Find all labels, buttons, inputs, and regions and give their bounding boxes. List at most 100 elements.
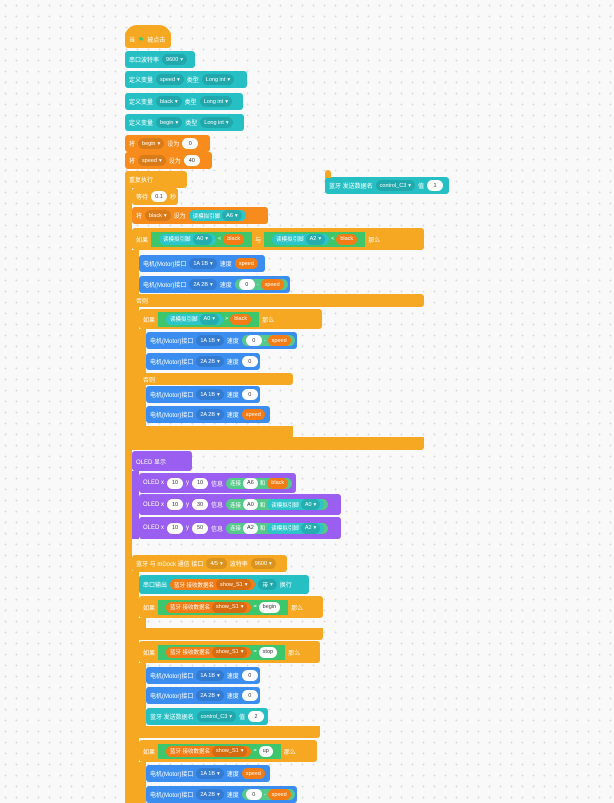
y-input[interactable]: 30	[192, 499, 209, 510]
define-var-block[interactable]: 定义变量 speed▾ 类型 Long int▾	[125, 71, 247, 88]
var-dropdown[interactable]: begin▾	[156, 117, 183, 128]
port-dropdown[interactable]: 1A 1B▾	[189, 258, 217, 269]
port-dropdown[interactable]: 1A 1B▾	[196, 389, 224, 400]
define-var-block[interactable]: 定义变量 begin▾ 类型 Long int▾	[125, 114, 244, 131]
motor-block[interactable]: 电机(Motor)接口 2A 2B▾ 速度 0	[146, 353, 260, 370]
black-var[interactable]: black	[230, 313, 252, 325]
type-dropdown[interactable]: Long int▾	[201, 74, 235, 85]
type-dropdown[interactable]: Long int▾	[199, 96, 232, 107]
port-dropdown[interactable]: 2A 2B▾	[196, 356, 224, 367]
x-input[interactable]: 10	[167, 477, 184, 489]
minus-op[interactable]: 0-speed	[241, 789, 295, 800]
speed-var[interactable]: speed	[234, 258, 258, 269]
minus-op[interactable]: 0-speed	[234, 279, 288, 290]
motor-block[interactable]: 电机(Motor)接口 2A 2B▾ 速度 0-speed	[146, 786, 297, 803]
y-input[interactable]: 50	[192, 522, 209, 534]
var-dropdown[interactable]: speed▾	[138, 155, 166, 166]
pin-dropdown[interactable]: A6▾	[222, 210, 242, 221]
speed-var[interactable]: speed	[241, 409, 265, 420]
y-input[interactable]: 10	[192, 477, 209, 489]
speed-input[interactable]: 0	[241, 670, 258, 681]
minus-op[interactable]: 0-speed	[241, 335, 295, 346]
bt-name-dropdown[interactable]: control_C3▾	[196, 711, 237, 722]
bt-value-input[interactable]: 1	[427, 180, 444, 191]
baud-dropdown[interactable]: 9600▾	[162, 54, 188, 65]
text-input[interactable]: up	[258, 745, 273, 757]
set-var-block[interactable]: 将 begin▾ 设为 0	[125, 135, 210, 152]
value-input[interactable]: 0	[182, 138, 199, 149]
black-var[interactable]: black	[336, 233, 358, 245]
motor-block[interactable]: 电机(Motor)接口 2A 2B▾ 速度 speed	[146, 406, 270, 423]
port-dropdown[interactable]: 2A 2B▾	[196, 789, 224, 800]
var-dropdown[interactable]: speed▾	[156, 74, 184, 85]
bt-init-block[interactable]: 蓝牙 与 mDock 通信 接口 4/5▾ 波特率 9600▾	[132, 555, 287, 572]
motor-block[interactable]: 电机(Motor)接口 1A 1B▾ 速度 0-speed	[146, 332, 297, 349]
when-flag-clicked-block[interactable]: 当 ⚑ 被点击	[125, 31, 171, 48]
speed-input[interactable]: 0	[241, 690, 258, 701]
define-var-block[interactable]: 定义变量 black▾ 类型 Long int▾	[125, 93, 243, 110]
x-input[interactable]: 10	[167, 522, 184, 534]
port-dropdown[interactable]: 2A 2B▾	[196, 409, 224, 420]
speed-input[interactable]: 0	[241, 389, 258, 400]
serial-baud-block[interactable]: 串口波特率 9600▾	[125, 51, 195, 68]
var-dropdown[interactable]: black▾	[156, 96, 182, 107]
oled-display-block[interactable]: OLED 显示	[132, 451, 192, 471]
type-dropdown[interactable]: Long int▾	[200, 117, 233, 128]
black-var[interactable]: black	[223, 233, 245, 245]
var-dropdown[interactable]: begin▾	[138, 138, 165, 149]
bt-name-dropdown[interactable]: control_C3▾	[375, 180, 416, 191]
value-input[interactable]: 40	[183, 155, 200, 166]
motor-block[interactable]: 电机(Motor)接口 1A 1B▾ 速度 0	[146, 667, 260, 684]
motor-block[interactable]: 电机(Motor)接口 1A 1B▾ 速度 0	[146, 386, 260, 403]
wait-block[interactable]: 等待 0.1 秒	[132, 188, 178, 205]
port-dropdown[interactable]: 2A 2B▾	[196, 690, 224, 701]
bt-send-block-floating[interactable]: 蓝牙 发送数据名 control_C3▾ 值 1	[325, 177, 449, 194]
motor-block[interactable]: 电机(Motor)接口 1A 1B▾ 速度 speed	[139, 255, 265, 272]
x-input[interactable]: 10	[167, 499, 184, 510]
port-dropdown[interactable]: 1A 1B▾	[196, 670, 224, 681]
port-dropdown[interactable]: 1A 1B▾	[196, 335, 224, 346]
baud-dropdown[interactable]: 9600▾	[250, 558, 276, 569]
motor-block[interactable]: 电机(Motor)接口 2A 2B▾ 速度 0-speed	[139, 276, 290, 293]
bt-send-block[interactable]: 蓝牙 发送数据名 control_C3▾ 值 2	[146, 708, 268, 725]
newline-dropdown[interactable]: 带▾	[258, 579, 277, 590]
port-dropdown[interactable]: 1A 1B▾	[196, 768, 224, 779]
speed-input[interactable]: 0	[241, 356, 258, 367]
port-dropdown[interactable]: 4/5▾	[206, 558, 227, 569]
bt-value-input[interactable]: 2	[248, 711, 265, 722]
text-input[interactable]: stop	[258, 646, 278, 658]
wait-input[interactable]: 0.1	[151, 191, 168, 202]
speed-var[interactable]: speed	[241, 768, 265, 779]
var-dropdown[interactable]: black▾	[145, 210, 171, 221]
forever-block[interactable]: 重复执行	[125, 171, 187, 188]
motor-block[interactable]: 电机(Motor)接口 1A 1B▾ 速度 speed	[146, 765, 270, 782]
port-dropdown[interactable]: 2A 2B▾	[189, 279, 217, 290]
set-var-block[interactable]: 将 speed▾ 设为 40	[125, 152, 212, 169]
